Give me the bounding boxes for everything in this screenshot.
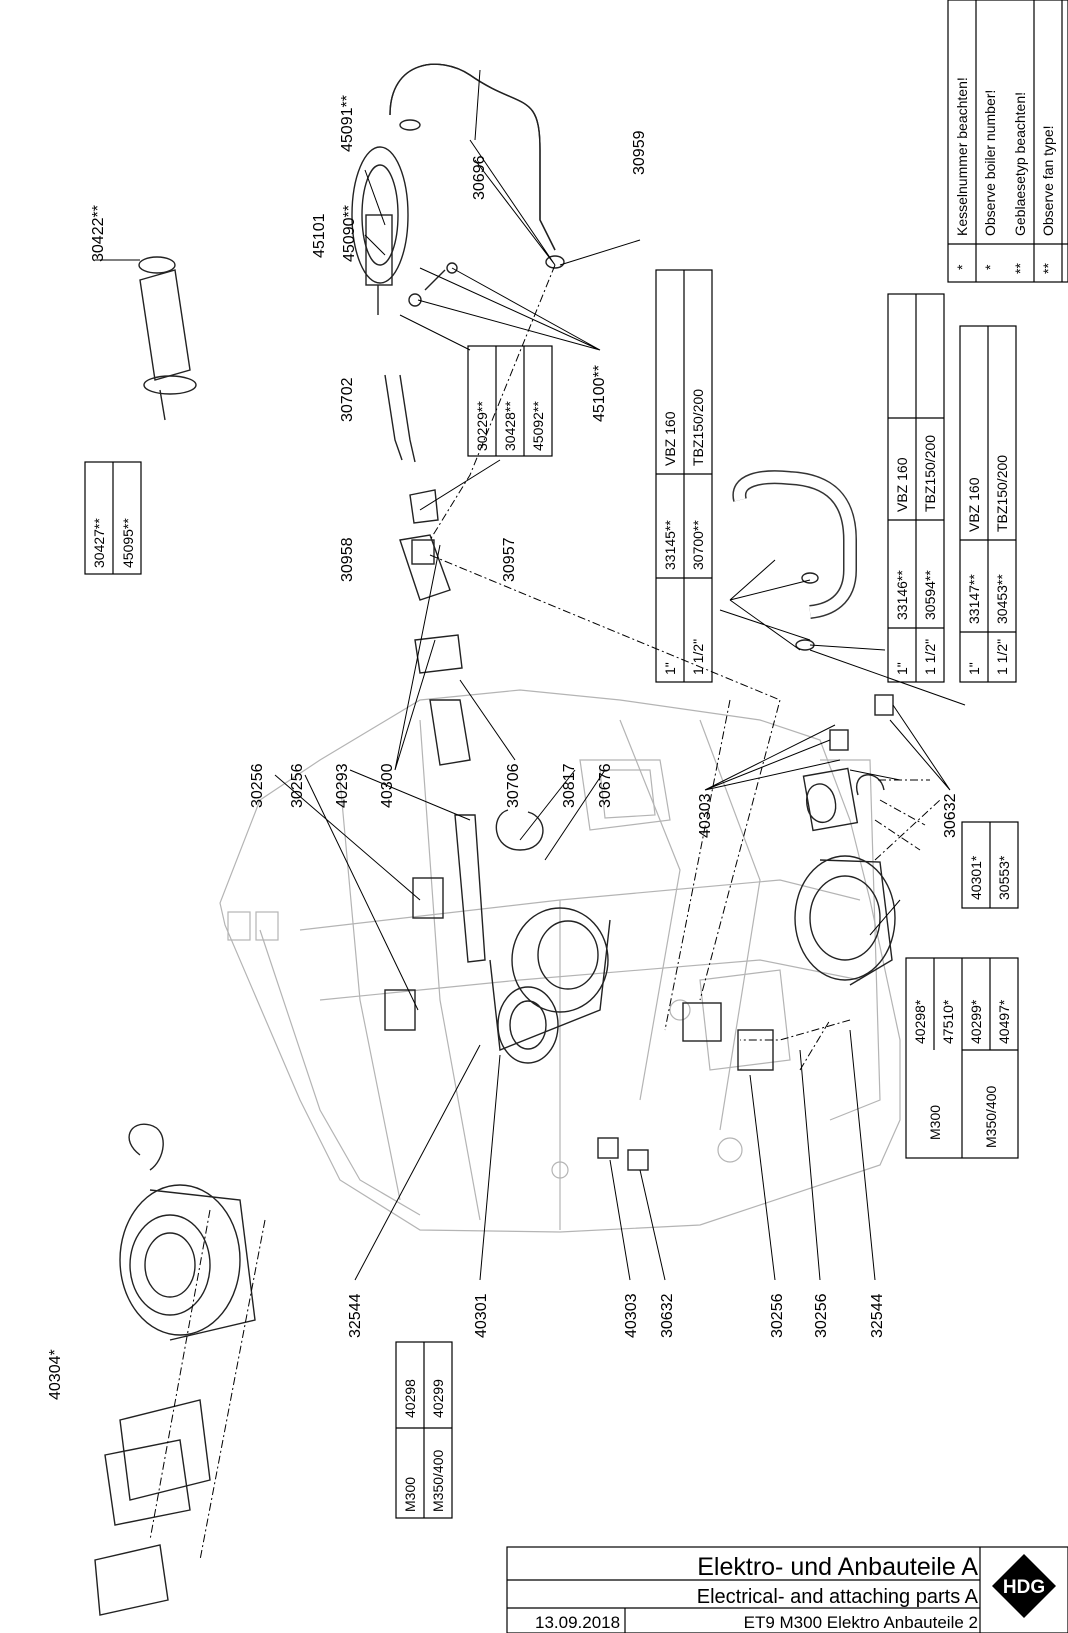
misc-small-parts (384, 374, 930, 1171)
cell: 30427** (91, 518, 107, 568)
table-flange: M300 M350/400 40298* 47510* 40299* 40497… (905, 957, 1019, 1159)
cell: 30229** (474, 401, 490, 451)
cell: 1" (662, 662, 678, 675)
cell: 30428** (502, 401, 518, 451)
table-hose-1: 1" 1 1/2" 33145** 30700** VBZ 160 TBZ150… (655, 269, 713, 683)
note-text: Observe boiler number! (982, 90, 998, 236)
cell: 40298* (912, 999, 928, 1044)
callout-30696: 30696 (471, 155, 488, 200)
cell: 33146** (894, 570, 910, 620)
hose-33146 (732, 470, 857, 651)
callout-30817: 30817 (561, 763, 578, 808)
cell: 1 1/2" (922, 639, 938, 675)
blower-40301-center (489, 907, 611, 1064)
cell: 40298 (402, 1379, 418, 1418)
cell: 30594** (922, 570, 938, 620)
note-mark: * (982, 264, 998, 270)
cell: VBZ 160 (966, 477, 982, 532)
callout-30957: 30957 (501, 537, 518, 582)
title-block: Elektro- und Anbauteile A Electrical- an… (506, 1546, 1068, 1633)
drawing-number: ET9 M300 Elektro Anbauteile 2 (744, 1613, 978, 1632)
callout-45100: 45100** (591, 365, 608, 422)
cell: TBZ150/200 (922, 435, 938, 512)
callout-40303-b: 40303 (623, 1293, 640, 1338)
note-mark: ** (1012, 263, 1028, 274)
callouts: 40304* 30422** 45091** 45090** 45101 306… (47, 95, 959, 1400)
callout-30632-b: 30632 (659, 1293, 676, 1338)
callout-30958: 30958 (339, 537, 356, 582)
cell: 40497* (996, 999, 1012, 1044)
callout-45101: 45101 (311, 213, 328, 258)
note-text: Observe fan type! (1040, 125, 1056, 236)
table-model: M300 M350/400 40298 40299 (395, 1341, 453, 1519)
table-fan: 40301* 30553* (961, 821, 1019, 909)
assembly-lines (429, 264, 851, 1071)
callout-30422: 30422** (90, 205, 107, 262)
cell: 30453** (994, 574, 1010, 624)
callout-32544-a: 32544 (347, 1293, 364, 1338)
sensor-assembly-45101 (351, 146, 458, 315)
callout-30706: 30706 (505, 763, 522, 808)
table-sensor: 30229** 30428** 45092** (467, 345, 553, 457)
cell: 40299 (430, 1379, 446, 1418)
table-hose-2: 1" 1 1/2" 33146** 30594** VBZ 160 TBZ150… (887, 293, 945, 683)
note-mark: ** (1040, 263, 1056, 274)
cell: 45092** (530, 401, 546, 451)
cell: M300 (402, 1477, 418, 1512)
callout-30256-c: 30256 (769, 1293, 786, 1338)
cell: 30700** (690, 520, 706, 570)
fan-40301-right (794, 767, 941, 986)
cell: 40299* (968, 999, 984, 1044)
note-text: Geblaesetyp beachten! (1012, 92, 1028, 236)
callout-30702: 30702 (339, 377, 356, 422)
callout-30256-d: 30256 (813, 1293, 830, 1338)
logo-text: HDG (1003, 1577, 1045, 1598)
callout-40304: 40304* (47, 1349, 64, 1400)
table-hose-3: 1" 1 1/2" 33147** 30453** VBZ 160 TBZ150… (959, 325, 1017, 683)
callout-40303-a: 40303 (697, 793, 714, 838)
table-stick: 30427** 45095** (84, 461, 142, 575)
cell: 30553* (996, 855, 1012, 900)
leader-lines (95, 69, 966, 1281)
cell: TBZ150/200 (690, 389, 706, 466)
cell: TBZ150/200 (994, 455, 1010, 532)
callout-40293: 40293 (334, 763, 351, 808)
notes-table: * Kesselnummer beachten! * Observe boile… (947, 0, 1068, 283)
cell: 47510* (940, 999, 956, 1044)
title-en: Electrical- and attaching parts A (697, 1586, 979, 1608)
cell: 1 1/2" (994, 639, 1010, 675)
hose-30696 (389, 63, 565, 269)
cell: 40301* (968, 855, 984, 900)
callout-30632-a: 30632 (942, 793, 959, 838)
cell: 33145** (662, 520, 678, 570)
note-text: Kesselnummer beachten! (954, 77, 970, 236)
cell: 1 1/2" (690, 639, 706, 675)
cell: M300 (927, 1105, 943, 1140)
callout-32544-b: 32544 (869, 1293, 886, 1338)
nozzle-30422 (138, 256, 197, 421)
callout-30256-b: 30256 (289, 763, 306, 808)
hdg-logo: HDG (992, 1554, 1056, 1618)
cell: M350/400 (430, 1450, 446, 1512)
callout-30959: 30959 (631, 130, 648, 175)
callout-40301-a: 40301 (473, 1293, 490, 1338)
cell: M350/400 (983, 1086, 999, 1148)
boiler-frame (219, 689, 901, 1233)
cell: 45095** (120, 518, 136, 568)
callout-30256-a: 30256 (249, 763, 266, 808)
date: 13.09.2018 (535, 1613, 620, 1632)
cell: 1" (894, 662, 910, 675)
title-de: Elektro- und Anbauteile A (697, 1553, 978, 1581)
fan-40304 (94, 1123, 266, 1616)
callout-45090: 45090** (341, 205, 358, 262)
cell: VBZ 160 (662, 411, 678, 466)
callout-30676: 30676 (597, 763, 614, 808)
note-mark: * (954, 264, 970, 270)
cell: VBZ 160 (894, 457, 910, 512)
cell: 33147** (966, 574, 982, 624)
callout-45091: 45091** (339, 95, 356, 152)
cell: 1" (966, 662, 982, 675)
callout-40300: 40300 (379, 763, 396, 808)
